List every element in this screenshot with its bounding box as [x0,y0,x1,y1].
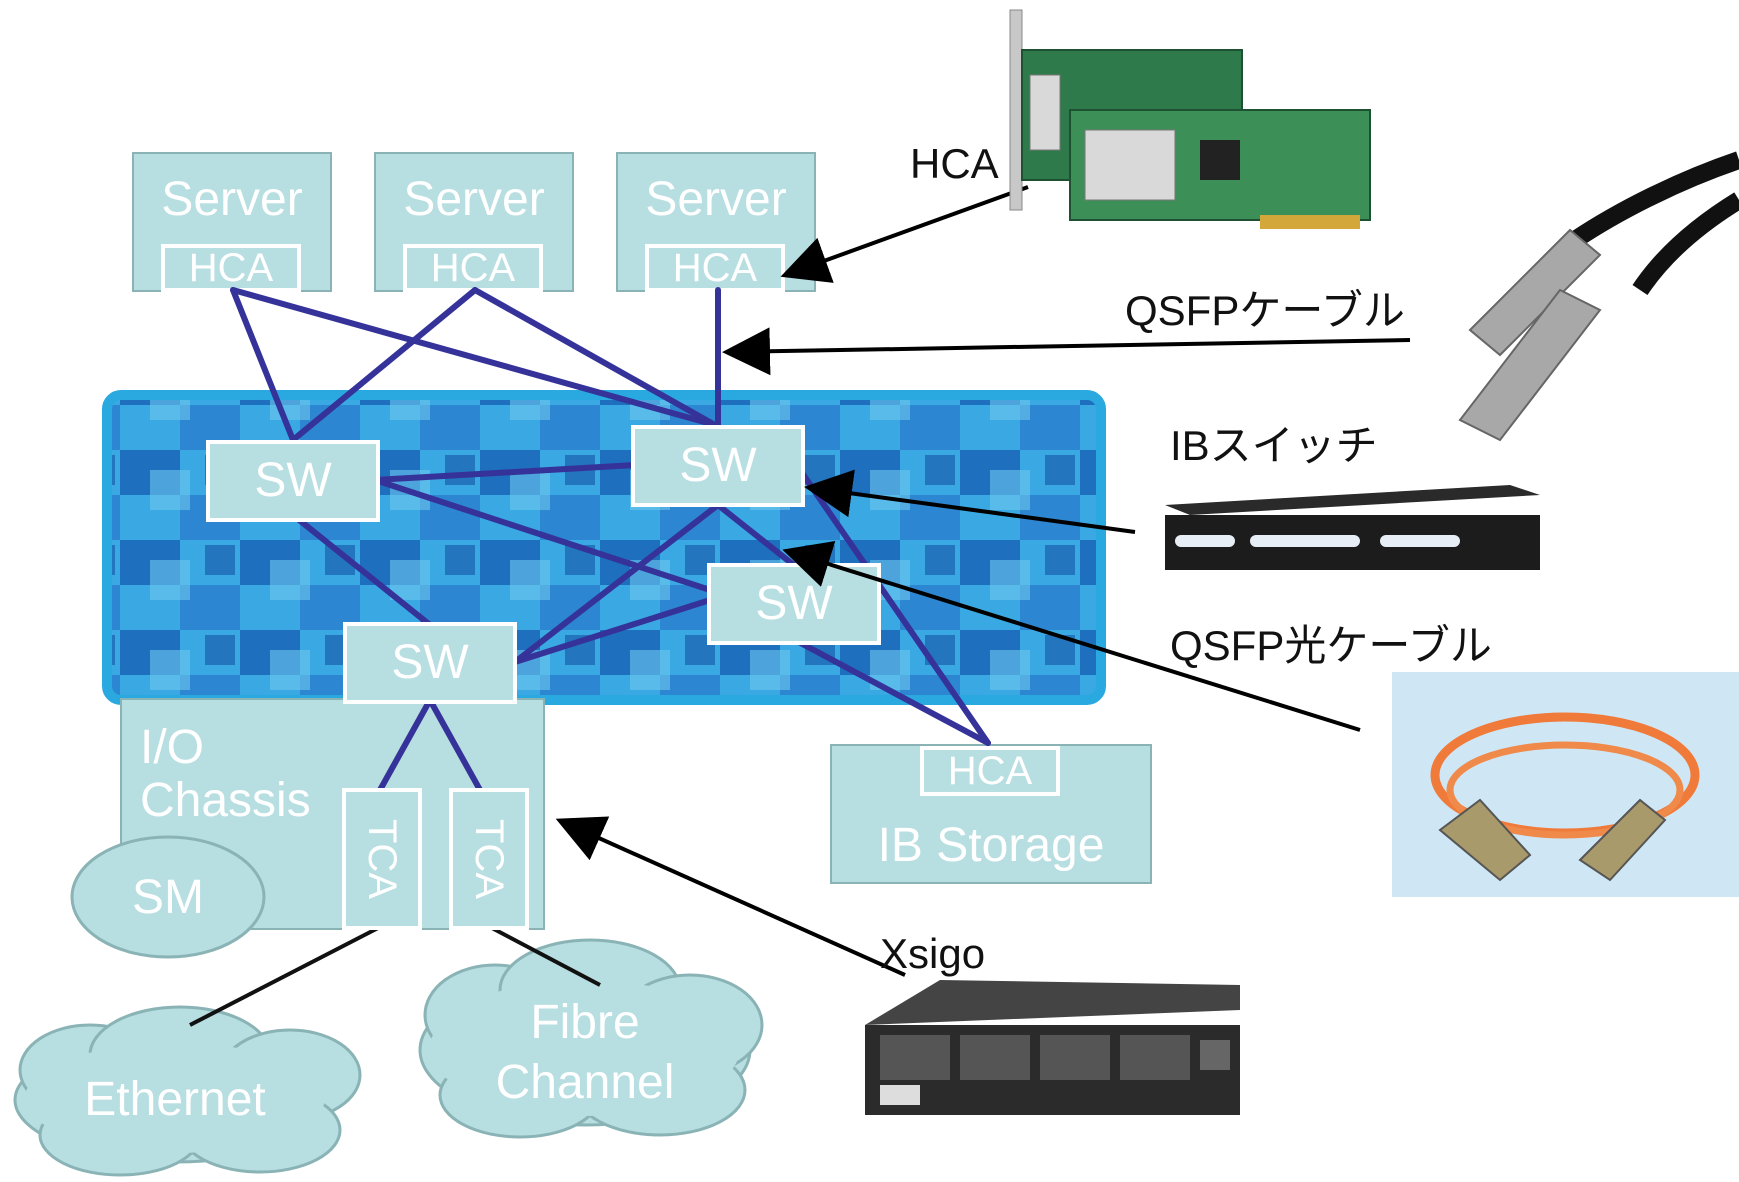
io-chassis-label-line1: I/O [140,721,205,774]
annotation-qsfp-cable: QSFPケーブル [1125,287,1405,334]
hca-card-photo-icon [1009,9,1371,229]
server-3-label: Server [645,173,787,226]
arrow-ib-switch [804,469,1136,534]
qsfp-cable-photo-icon [1458,151,1739,442]
ethernet-label: Ethernet [84,1073,266,1126]
link-sw3-sw4 [512,597,713,665]
link-sw4-tca2 [427,697,483,793]
server-2-label: Server [403,173,545,226]
storage-label: IB Storage [877,819,1105,872]
server-3: Server HCA [616,152,816,292]
link-tca1-ethernet [189,925,381,1027]
tca-1: TCA [342,788,422,930]
storage-hca: HCA [920,746,1060,796]
xsigo-appliance-photo-icon [865,980,1240,1115]
arrow-optical [782,541,1361,732]
fibre-label-line2: Channel [495,1056,675,1109]
annotation-hca: HCA [910,140,999,187]
annotation-xsigo: Xsigo [880,930,986,977]
link-s2-sw2 [472,287,718,428]
ib-switch-photo-icon [1165,485,1540,570]
optical-cable-photo-icon [1392,672,1739,897]
server-1-label: Server [161,173,303,226]
link-s2-sw1 [290,287,478,443]
link-tca2-fibre [489,925,601,987]
link-s1-sw2 [230,287,718,428]
server-1-hca: HCA [161,244,301,292]
server-1: Server HCA [132,152,332,292]
switch-4: SW [343,622,517,704]
link-sw2-sw4 [512,502,721,665]
arrow-xsigo [555,816,906,977]
arrow-hca [780,185,1029,283]
io-chassis-label-line2: Chassis [140,774,311,827]
link-sw3-storage [792,637,991,746]
annotation-ib-switch: IBスイッチ [1170,422,1378,469]
link-sw1-sw4 [290,512,433,628]
fibre-label-line1: Fibre [530,996,640,1049]
link-sw1-sw2 [372,462,638,483]
link-s1-sw1 [230,287,296,443]
ib-storage: HCA IB Storage [830,744,1152,884]
arrow-qsfp [722,327,1411,376]
link-sw4-tca1 [377,697,433,793]
annotation-qsfp-optical: QSFP光ケーブル [1170,622,1492,669]
sm-label: SM [132,871,204,924]
server-3-hca: HCA [645,244,785,292]
link-sw1-sw3 [372,477,713,593]
tca-2: TCA [449,788,529,930]
switch-2: SW [631,425,805,507]
switch-1: SW [206,440,380,522]
